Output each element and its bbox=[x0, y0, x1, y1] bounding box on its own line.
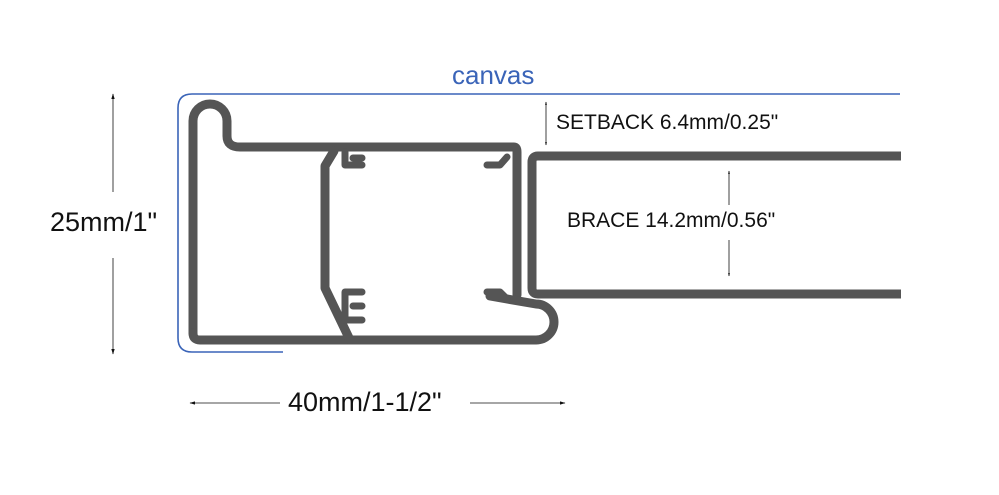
stretcher-profile bbox=[188, 99, 559, 345]
width-label: 40mm/1-1/2" bbox=[288, 387, 442, 417]
brace-label: BRACE 14.2mm/0.56" bbox=[567, 209, 776, 232]
brace-profile bbox=[527, 151, 901, 299]
dimension-lines bbox=[111, 93, 730, 405]
canvas-line bbox=[177, 93, 900, 353]
height-label: 25mm/1" bbox=[50, 207, 158, 237]
setback-label: SETBACK 6.4mm/0.25" bbox=[556, 111, 779, 135]
canvas-label: canvas bbox=[452, 60, 535, 90]
